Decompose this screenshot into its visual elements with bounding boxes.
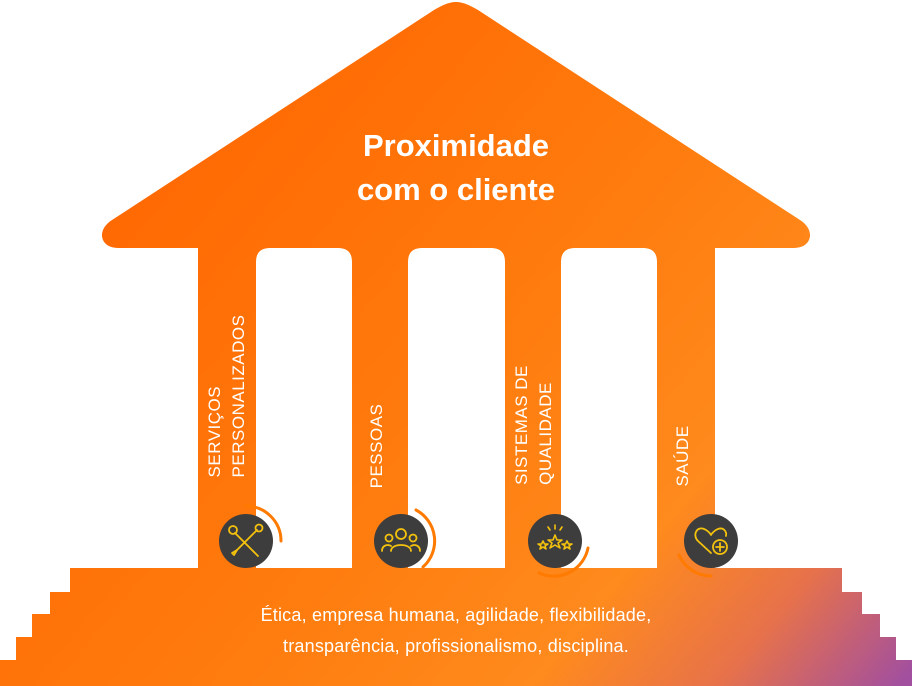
roof-title-line-1: Proximidade	[362, 128, 550, 163]
pillar-label-line: QUALIDADE	[536, 382, 555, 485]
pillar-corner	[408, 248, 422, 262]
pillar-corner	[491, 248, 505, 262]
base-values-line-2: transparência, profissionalismo, discipl…	[283, 636, 629, 656]
people-icon	[363, 503, 439, 579]
pillar-corner	[256, 248, 270, 262]
pillar-corner	[338, 248, 352, 262]
pillar-label-saude: SAÚDE	[671, 425, 695, 486]
pillar-label-servicos: SERVIÇOS PERSONALIZADOS	[203, 315, 251, 478]
pillar-corner	[561, 248, 575, 262]
pillar-label-line: PESSOAS	[367, 403, 386, 489]
pillar-label-line: PERSONALIZADOS	[229, 314, 248, 478]
heart-health-icon	[673, 503, 749, 579]
pillar-label-line: SERVIÇOS	[205, 385, 224, 478]
pillar-corner	[643, 248, 657, 262]
roof	[101, 2, 811, 248]
base-values-line-1: Ética, empresa humana, agilidade, flexib…	[260, 605, 652, 625]
tools-icon	[208, 503, 284, 579]
stars-icon	[517, 503, 593, 579]
pillar-label-pessoas: PESSOAS	[365, 404, 389, 489]
pillar-label-sistemas: SISTEMAS DE QUALIDADE	[510, 365, 558, 485]
pillar-label-line: SAÚDE	[673, 425, 692, 487]
roof-title-line-2: com o cliente	[356, 172, 556, 207]
pillar-label-line: SISTEMAS DE	[512, 365, 531, 485]
stepped-base	[0, 568, 912, 686]
